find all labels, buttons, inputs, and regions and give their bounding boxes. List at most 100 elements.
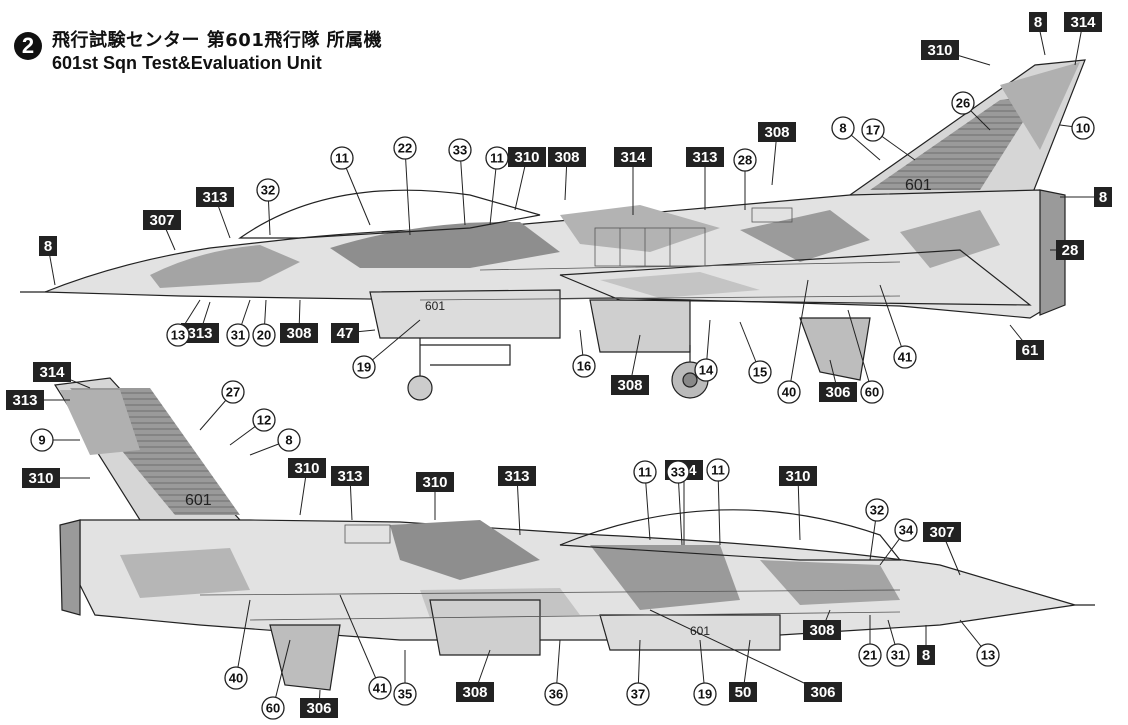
callout-leader-line <box>459 149 466 226</box>
top-circle-callout-bg <box>831 116 855 140</box>
header: 2 飛行試験センター 第601飛行隊 所属機 601st Sqn Test&Ev… <box>14 30 382 74</box>
top-box-callout-bg <box>1056 240 1084 260</box>
top-box-callout-bg <box>548 147 586 167</box>
top-box-callout: 308 <box>286 325 311 342</box>
bottom-box-callout: 308 <box>809 622 834 639</box>
top-circle-callout: 31 <box>231 328 245 343</box>
callout-leader-line <box>797 475 801 541</box>
bottom-circle-callout-bg <box>626 682 650 706</box>
top-box-callout: 307 <box>149 212 174 229</box>
top-circle-callout-bg <box>893 345 917 369</box>
bottom-circle-callout-bg <box>224 666 248 690</box>
callout-leader-line <box>363 319 421 368</box>
top-box-callout-bg <box>508 147 546 167</box>
bottom-box-callout: 306 <box>810 684 835 701</box>
bottom-box-callout: 310 <box>422 474 447 491</box>
bottom-circle-callout: 33 <box>671 465 685 480</box>
top-circle-callout: 16 <box>577 359 591 374</box>
aircraft-top-view-left-side: 601 601 <box>20 59 1086 401</box>
bottom-circle-callout: 13 <box>981 648 995 663</box>
bottom-circle-callout: 27 <box>226 385 240 400</box>
callout-leader-line <box>235 599 251 679</box>
bottom-box-callout-bg <box>923 522 961 542</box>
bottom-circle-callout-bg <box>544 682 568 706</box>
top-circle-callout-bg <box>226 323 250 347</box>
bottom-circle-callout: 21 <box>863 648 877 663</box>
top-box-callout-bg <box>331 323 359 343</box>
bottom-box-callout-bg <box>498 466 536 486</box>
top-circle-callout-bg <box>861 118 885 142</box>
top-box-callout: 308 <box>554 149 579 166</box>
bottom-circle-callout: 31 <box>891 648 905 663</box>
bottom-circle-callout: 40 <box>229 671 243 686</box>
bottom-box-callout-bg <box>331 466 369 486</box>
top-circle-callout-bg <box>733 148 757 172</box>
bottom-circle-callout-bg <box>30 428 54 452</box>
top-circle-callout: 10 <box>1076 121 1090 136</box>
bottom-box-callout: 307 <box>929 524 954 541</box>
top-box-callout: 8 <box>44 238 52 255</box>
top-box-callout-bg <box>686 147 724 167</box>
top-box-callout-bg <box>280 323 318 343</box>
callout-leader-line <box>341 157 371 226</box>
callout-leader-line <box>272 639 291 709</box>
bottom-box-callout-bg <box>300 698 338 718</box>
top-box-callout-bg <box>181 323 219 343</box>
bottom-circle-callout: 9 <box>38 433 45 448</box>
callout-leader-line <box>879 284 906 358</box>
bottom-box-callout-bg <box>803 620 841 640</box>
bottom-circle-callout: 60 <box>266 701 280 716</box>
bottom-circle-callout-bg <box>894 518 918 542</box>
top-box-callout: 310 <box>927 42 952 59</box>
bottom-box-callout-bg <box>22 468 60 488</box>
bottom-box-callout-bg <box>729 682 757 702</box>
bottom-box-callout: 313 <box>504 468 529 485</box>
top-box-callout-bg <box>921 40 959 60</box>
bottom-circle-callout-bg <box>666 460 690 484</box>
tail-number-bottom: 601 <box>185 492 212 509</box>
top-circle-callout: 32 <box>261 183 275 198</box>
bottom-circle-callout-bg <box>393 682 417 706</box>
nose-number-top: 601 <box>425 299 445 313</box>
top-box-callout: 28 <box>1062 242 1079 259</box>
top-box-callout-bg <box>1029 12 1047 32</box>
bottom-box-callout: 310 <box>785 468 810 485</box>
nose-number-bottom: 601 <box>690 624 710 638</box>
bottom-circle-callout: 8 <box>285 433 292 448</box>
bottom-circle-callout-bg <box>221 380 245 404</box>
top-box-callout-bg <box>819 382 857 402</box>
tail-number-top: 601 <box>905 177 932 194</box>
top-box-callout-bg <box>1094 187 1112 207</box>
ventral-tank-top <box>589 299 691 353</box>
bottom-circle-callout: 32 <box>870 503 884 518</box>
bottom-box-callout-bg <box>288 458 326 478</box>
top-box-callout-bg <box>614 147 652 167</box>
top-box-callout-bg <box>1064 12 1102 32</box>
callout-leader-line <box>404 147 411 236</box>
bottom-circle-callout-bg <box>706 458 730 482</box>
bottom-box-callout: 306 <box>306 700 331 717</box>
top-box-callout: 61 <box>1022 342 1039 359</box>
bottom-circle-callout: 12 <box>257 413 271 428</box>
top-box-callout: 306 <box>825 384 850 401</box>
bottom-circle-callout-bg <box>368 676 392 700</box>
callout-leader-line <box>847 309 873 393</box>
top-box-callout: 8 <box>1034 14 1042 31</box>
bottom-circle-callout-bg <box>886 643 910 667</box>
bottom-box-callout: 50 <box>735 684 752 701</box>
canopy-bottom <box>559 509 902 561</box>
top-box-callout: 314 <box>1070 14 1096 31</box>
bottom-circle-callout-bg <box>693 682 717 706</box>
top-circle-callout-bg <box>1071 116 1095 140</box>
canopy-top <box>238 189 541 239</box>
callout-leader-line <box>677 471 683 546</box>
top-circle-callout-bg <box>352 355 376 379</box>
bottom-circle-callout-bg <box>976 643 1000 667</box>
bottom-circle-callout: 36 <box>549 687 563 702</box>
bottom-box-callout-bg <box>917 645 935 665</box>
top-box-callout-bg <box>1016 340 1044 360</box>
bottom-circle-callout: 35 <box>398 687 412 702</box>
title-english: 601st Sqn Test&Evaluation Unit <box>52 53 322 73</box>
bottom-box-callout-bg <box>779 466 817 486</box>
top-circle-callout: 13 <box>171 328 185 343</box>
